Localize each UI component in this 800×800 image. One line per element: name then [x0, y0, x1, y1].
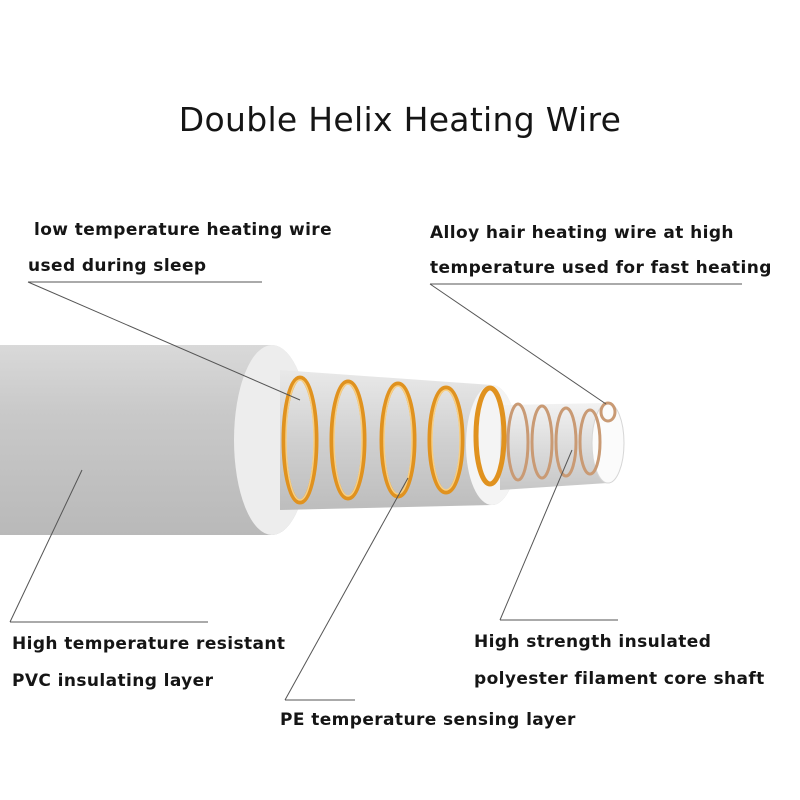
leader-pe: [284, 477, 409, 701]
pvc-jacket: [0, 345, 310, 535]
label-pvc-layer-line1: High temperature resistant: [12, 634, 286, 654]
core-shaft: [500, 403, 624, 490]
label-pe-layer: PE temperature sensing layer: [280, 710, 576, 730]
leader-lines: [9, 281, 742, 701]
orange-heating-coil: [281, 375, 507, 505]
leader-alloy: [429, 283, 607, 405]
copper-heating-coil: [506, 401, 617, 482]
label-low-temp-wire-line2: used during sleep: [28, 256, 207, 276]
page-title: Double Helix Heating Wire: [178, 100, 622, 139]
label-core-shaft-line2: polyester filament core shaft: [474, 669, 765, 689]
leader-core: [499, 449, 573, 621]
label-alloy-wire-line1: Alloy hair heating wire at high: [430, 223, 734, 243]
label-pvc-layer-line2: PVC insulating layer: [12, 671, 214, 691]
leader-low-temp: [27, 281, 301, 401]
label-low-temp-wire-line1: low temperature heating wire: [34, 220, 333, 240]
label-core-shaft-line1: High strength insulated: [474, 632, 712, 652]
label-alloy-wire-line2: temperature used for fast heating: [430, 258, 772, 278]
leader-pvc: [9, 469, 83, 623]
